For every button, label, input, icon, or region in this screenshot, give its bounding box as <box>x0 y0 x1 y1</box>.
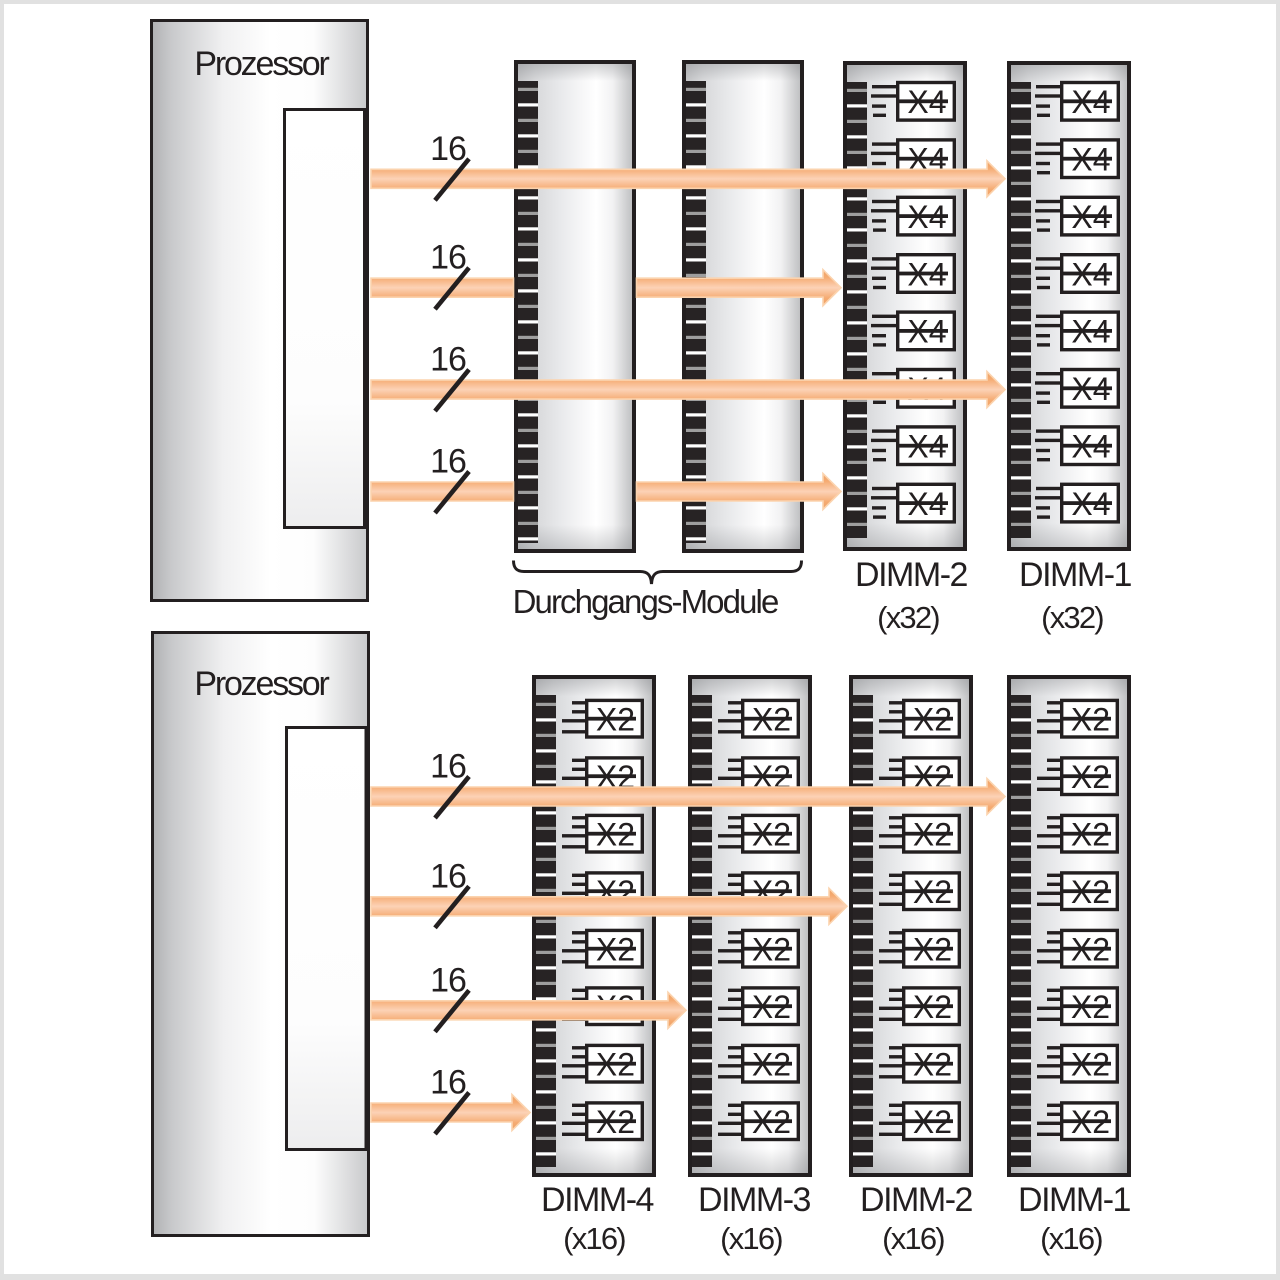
svg-text:(x32): (x32) <box>1041 600 1103 635</box>
svg-text:DIMM-1: DIMM-1 <box>1019 556 1131 594</box>
svg-text:DIMM-2: DIMM-2 <box>860 1181 972 1219</box>
svg-text:(x16): (x16) <box>720 1221 782 1256</box>
svg-text:DIMM-4: DIMM-4 <box>541 1181 653 1219</box>
svg-text:Durchgangs-Module: Durchgangs-Module <box>513 583 778 620</box>
svg-text:(x16): (x16) <box>1040 1221 1102 1256</box>
svg-text:(x32): (x32) <box>877 600 939 635</box>
svg-text:DIMM-2: DIMM-2 <box>855 556 967 594</box>
svg-text:DIMM-1: DIMM-1 <box>1018 1181 1130 1219</box>
svg-text:Prozessor: Prozessor <box>194 665 329 703</box>
svg-text:(x16): (x16) <box>563 1221 625 1256</box>
svg-text:(x16): (x16) <box>882 1221 944 1256</box>
svg-text:Prozessor: Prozessor <box>194 45 329 83</box>
svg-text:DIMM-3: DIMM-3 <box>698 1181 810 1219</box>
